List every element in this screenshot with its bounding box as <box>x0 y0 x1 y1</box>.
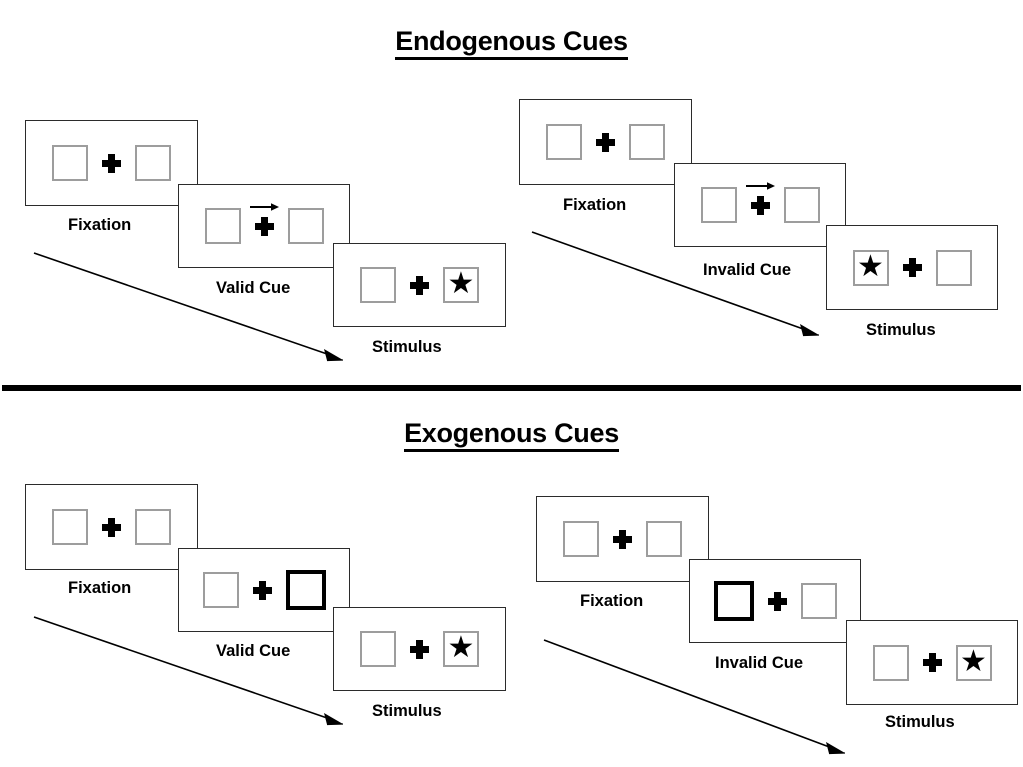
stage-label-endogenous-valid-fixation: Fixation <box>68 216 132 234</box>
star-icon: ★ <box>447 267 475 300</box>
star-icon: ★ <box>960 644 987 678</box>
cue-box-right <box>287 208 324 244</box>
cue-box-left <box>52 145 88 181</box>
target-box-right: ★ <box>443 267 479 303</box>
stage-label-endogenous-valid-stimulus: Stimulus <box>372 338 442 356</box>
stage-label-exogenous-invalid-stimulus: Stimulus <box>885 713 955 731</box>
fixation-cross-icon <box>102 153 121 173</box>
panel-endogenous-valid-stimulus: ★ <box>333 243 506 327</box>
cue-box-left <box>52 509 88 545</box>
fixation-cross-icon <box>102 517 121 537</box>
fixation-cross-icon <box>596 132 615 152</box>
panel-exogenous-invalid-stimulus: ★ <box>846 620 1018 705</box>
stage-label-exogenous-valid-cue: Valid Cue <box>216 642 291 660</box>
panel-exogenous-valid-stimulus: ★ <box>333 607 506 691</box>
cue-right-arrow-icon <box>746 181 775 190</box>
section-title-endogenous-text: Endogenous Cues <box>395 26 628 60</box>
panel-endogenous-valid-fixation <box>25 120 198 206</box>
stage-label-endogenous-valid-cue: Valid Cue <box>216 279 291 297</box>
cue-box-right <box>629 124 665 160</box>
cue-box-left <box>202 572 239 608</box>
star-icon: ★ <box>857 249 884 283</box>
cue-box-right <box>783 187 820 223</box>
section-divider <box>2 385 1021 391</box>
flow-arrow-exogenous-invalid <box>543 639 846 755</box>
cue-box-left <box>700 187 737 223</box>
section-title-exogenous: Exogenous Cues <box>0 418 1023 452</box>
cue-box-left <box>204 208 241 244</box>
panel-endogenous-valid-cue <box>178 184 350 268</box>
stage-label-endogenous-invalid-stimulus: Stimulus <box>866 321 936 339</box>
fixation-cross-icon <box>250 202 279 236</box>
cue-box-left <box>563 521 599 557</box>
stage-label-endogenous-invalid-fixation: Fixation <box>563 196 627 214</box>
fixation-cross-icon <box>410 275 429 295</box>
cue-box-left-highlighted <box>713 581 754 621</box>
fixation-cross-icon <box>902 258 922 277</box>
fixation-cross-icon <box>767 591 787 611</box>
cue-right-arrow-icon <box>250 202 279 211</box>
section-title-endogenous: Endogenous Cues <box>0 26 1023 60</box>
star-icon: ★ <box>447 631 475 664</box>
panel-endogenous-invalid-fixation <box>519 99 692 185</box>
cue-box-right-highlighted <box>285 570 326 610</box>
cue-box-left <box>546 124 582 160</box>
cue-box-right <box>800 583 837 619</box>
panel-endogenous-invalid-stimulus: ★ <box>826 225 998 310</box>
panel-exogenous-invalid-cue <box>689 559 861 643</box>
section-title-exogenous-text: Exogenous Cues <box>404 418 619 452</box>
target-box-right: ★ <box>443 631 479 667</box>
fixation-cross-icon <box>746 181 775 215</box>
fixation-cross-icon <box>410 639 429 659</box>
cue-box-right <box>646 521 682 557</box>
cue-box-right <box>135 145 171 181</box>
target-box-left: ★ <box>852 249 889 286</box>
stage-label-exogenous-valid-stimulus: Stimulus <box>372 702 442 720</box>
stage-label-exogenous-valid-fixation: Fixation <box>68 579 132 597</box>
stage-label-endogenous-invalid-cue: Invalid Cue <box>703 261 792 279</box>
cue-box-left <box>872 644 909 681</box>
cue-box-left <box>360 631 396 667</box>
panel-endogenous-invalid-cue <box>674 163 846 247</box>
panel-exogenous-valid-cue <box>178 548 350 632</box>
cue-box-right <box>135 509 171 545</box>
cue-box-right <box>935 249 972 286</box>
fixation-cross-icon <box>252 580 272 600</box>
fixation-cross-icon <box>922 653 942 672</box>
target-box-right: ★ <box>955 644 992 681</box>
cue-box-left <box>360 267 396 303</box>
fixation-cross-icon <box>613 529 632 549</box>
panel-exogenous-invalid-fixation <box>536 496 709 582</box>
stage-label-exogenous-invalid-fixation: Fixation <box>580 592 644 610</box>
stage-label-exogenous-invalid-cue: Invalid Cue <box>715 654 804 672</box>
panel-exogenous-valid-fixation <box>25 484 198 570</box>
